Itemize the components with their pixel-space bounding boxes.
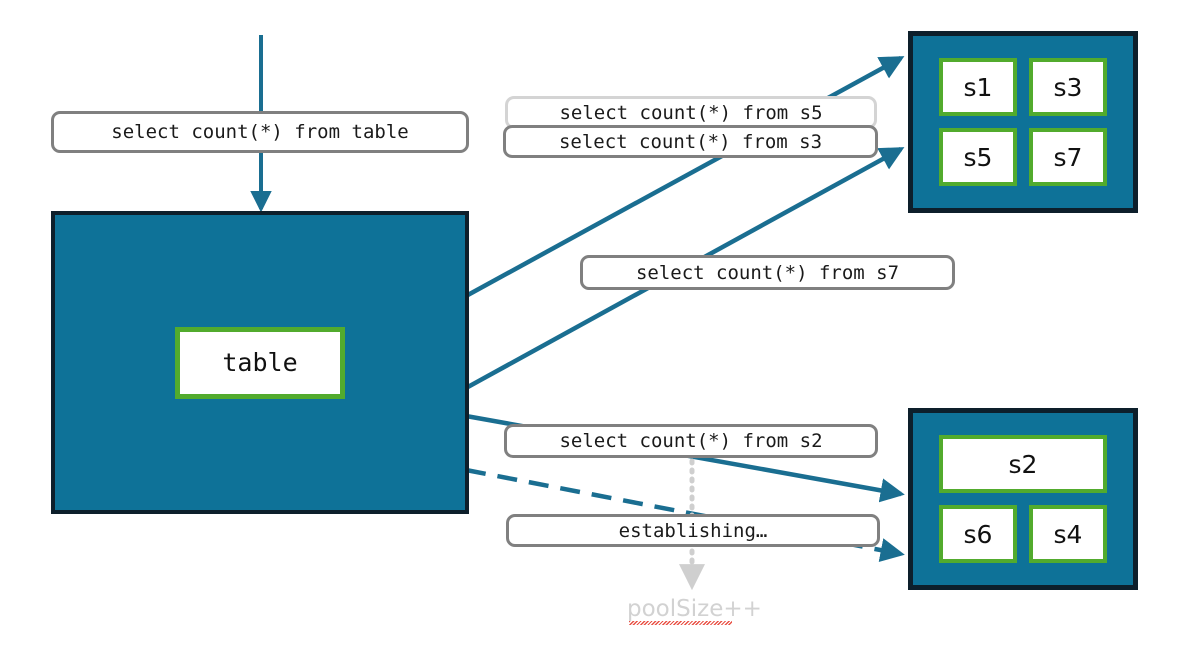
query-pill-s2-label: select count(*) from s2 [559, 430, 823, 452]
query-pill-establishing-label: establishing… [618, 519, 768, 542]
pool-node-s1[interactable]: s1 [939, 58, 1017, 116]
table-node-label: table [222, 348, 298, 377]
query-pill-entry-label: select count(*) from table [111, 121, 409, 143]
poolsize-annotation-label: poolSize++ [627, 596, 762, 622]
pool-node-s1-label: s1 [963, 72, 993, 102]
pool-node-s4-label: s4 [1053, 519, 1083, 549]
pool-top: s1 s3 s5 s7 [908, 31, 1138, 213]
query-pill-s5-label: select count(*) from s5 [559, 101, 823, 124]
pool-node-s3[interactable]: s3 [1029, 58, 1107, 116]
pool-node-s6[interactable]: s6 [939, 505, 1017, 563]
query-pill-s7[interactable]: select count(*) from s7 [580, 255, 955, 290]
query-pill-s7-label: select count(*) from s7 [635, 261, 900, 284]
pool-bottom: s2 s6 s4 [908, 408, 1138, 590]
pool-node-s7[interactable]: s7 [1029, 128, 1107, 186]
pool-node-s5[interactable]: s5 [939, 128, 1017, 186]
poolsize-annotation: poolSize++ [627, 596, 762, 625]
pool-node-s2[interactable]: s2 [939, 435, 1107, 493]
pool-node-s6-label: s6 [963, 519, 993, 549]
pool-node-s3-label: s3 [1053, 72, 1083, 102]
pool-node-s7-label: s7 [1053, 142, 1083, 172]
pool-node-s2-label: s2 [1008, 449, 1038, 479]
query-pill-establishing[interactable]: establishing… [506, 514, 880, 547]
pool-node-s4[interactable]: s4 [1029, 505, 1107, 563]
query-pill-s2[interactable]: select count(*) from s2 [504, 424, 878, 458]
source-table-container: table [51, 211, 469, 514]
table-node: table [175, 326, 345, 399]
pool-node-s5-label: s5 [963, 142, 993, 172]
spellcheck-squiggle-icon [629, 621, 732, 625]
query-pill-entry[interactable]: select count(*) from table [51, 111, 469, 153]
query-pill-s3[interactable]: select count(*) from s3 [503, 125, 878, 158]
query-pill-s3-label: select count(*) from s3 [558, 130, 823, 153]
